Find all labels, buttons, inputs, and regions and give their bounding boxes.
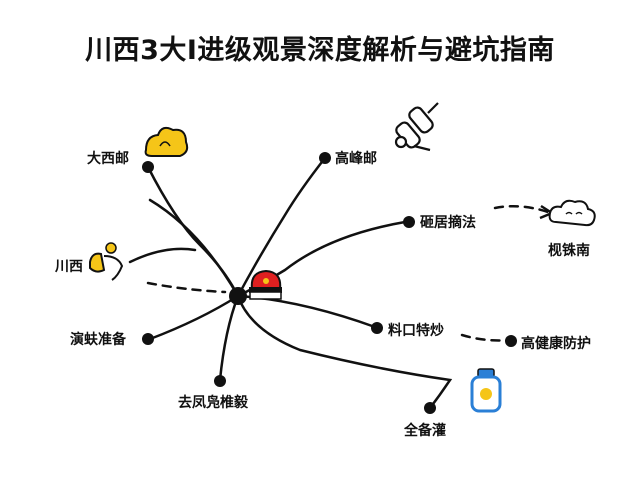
sun-cloud-icon xyxy=(144,126,189,157)
dot-bottom-right xyxy=(424,402,436,414)
person-icon xyxy=(89,242,124,281)
cloud-icon xyxy=(548,199,596,227)
hat-icon xyxy=(249,269,282,300)
line-top-left xyxy=(146,165,240,298)
dashed-left xyxy=(146,281,227,294)
label-lower-left: 演蚨准备 xyxy=(70,332,126,348)
diagram-title: 川西3大I进级观景深度解析与避坑指南 xyxy=(85,35,555,66)
dot-lower-left xyxy=(142,333,154,345)
label-top-left: 大西邮 xyxy=(87,151,129,167)
label-bottom-center: 去凤凫椎毅 xyxy=(178,395,248,411)
hub-dot xyxy=(229,287,247,305)
label-top-center: 高峰邮 xyxy=(335,151,377,167)
label-bottom-right: 全备灌 xyxy=(404,423,446,439)
dot-bottom-center xyxy=(214,375,226,387)
line-top-center xyxy=(236,156,327,298)
line-branch xyxy=(148,198,240,298)
line-bottom-center xyxy=(218,294,240,382)
dot-center-right xyxy=(371,322,383,334)
line-bottom-right xyxy=(236,294,453,410)
label-center-right: 料口特炒 xyxy=(388,323,444,339)
label-upper-right: 砸居摘法 xyxy=(420,215,476,231)
dashed-far-right xyxy=(460,333,512,342)
dot-top-left xyxy=(142,161,154,173)
line-lower-left xyxy=(148,294,240,341)
bottle-icon xyxy=(470,368,502,413)
dashed-cloud xyxy=(493,204,550,214)
label-left: 川西 xyxy=(55,259,83,275)
line-left xyxy=(128,247,197,264)
label-cloud: 枧铢南 xyxy=(548,243,590,259)
dot-top-center xyxy=(319,152,331,164)
line-center-right xyxy=(236,294,377,329)
label-far-right: 高健康防护 xyxy=(521,336,591,352)
binoculars-icon xyxy=(394,102,439,152)
dot-far-right xyxy=(505,335,517,347)
dot-upper-right xyxy=(403,216,415,228)
